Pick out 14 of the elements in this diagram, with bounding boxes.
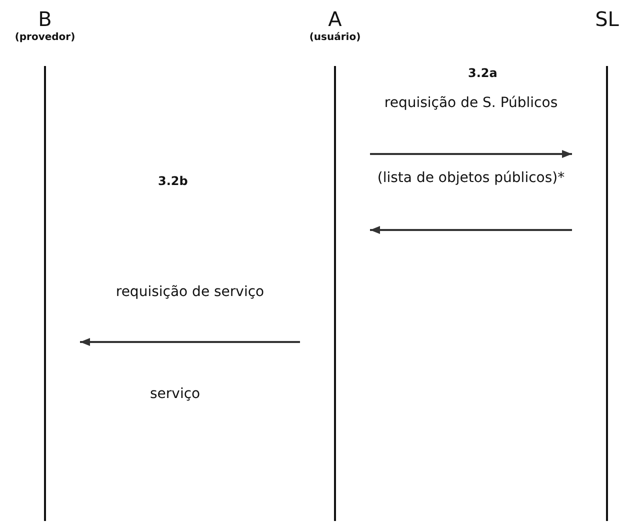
lifeline-subtitle: (provedor) [14,32,76,44]
message-label: (lista de objetos públicos)* [377,170,565,186]
message-arrow [80,338,300,346]
lifeline-title: SL [594,8,620,30]
lifeline-subtitle: (usuário) [308,32,362,44]
step-number: 3.2a [468,66,498,80]
message-label: serviço [150,386,200,402]
message-label: requisição de S. Públicos [384,95,558,111]
message-label: requisição de serviço [116,284,264,300]
message-arrow [370,150,572,158]
lifeline-title: B [37,8,53,30]
message-arrow [370,226,572,234]
step-number: 3.2b [158,174,188,188]
lifeline-title: A [327,8,343,30]
